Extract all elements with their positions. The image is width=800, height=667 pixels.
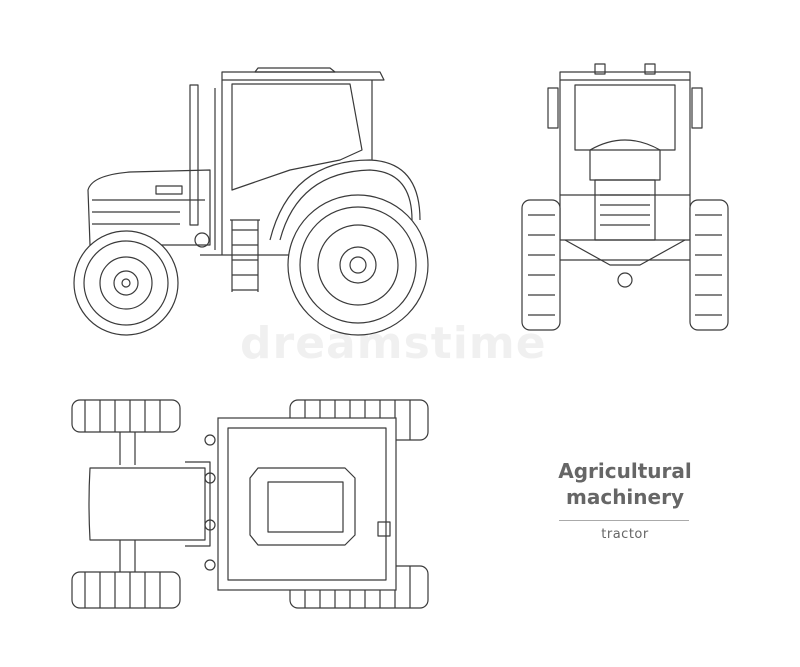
title-heading: Agricultural machinery xyxy=(545,458,705,510)
side-view xyxy=(73,67,429,336)
title-line-1: Agricultural xyxy=(558,459,692,483)
watermark: dreamstime xyxy=(240,318,547,369)
front-view xyxy=(521,63,729,331)
divider xyxy=(559,520,689,521)
top-view xyxy=(71,399,429,609)
subtitle: tractor xyxy=(601,527,649,542)
title-line-2: machinery xyxy=(566,485,684,509)
